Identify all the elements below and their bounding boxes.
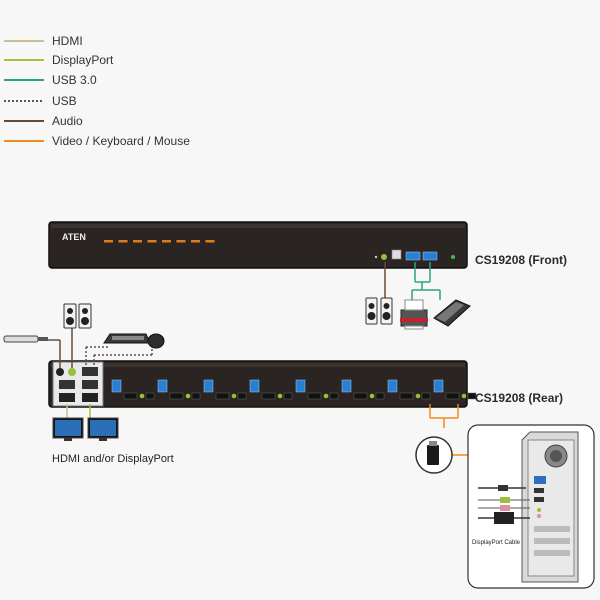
audio-out-jack: [68, 368, 76, 376]
rear-port-group: [111, 379, 155, 400]
front-port-led: [176, 240, 186, 243]
rear-port-group: [341, 379, 385, 400]
rear-audio-jack: [185, 393, 191, 399]
rear-dp-port: [283, 392, 293, 400]
rear-usb3-port: [157, 379, 168, 393]
speakers-icon: [365, 297, 393, 325]
legend-label: Video / Keyboard / Mouse: [52, 134, 190, 148]
rear-dp-port: [237, 392, 247, 400]
legend-label: Audio: [52, 114, 83, 128]
legend-label: HDMI: [52, 34, 83, 48]
front-audio-jack: [374, 254, 387, 260]
mic-jack: [56, 368, 64, 376]
rear-port-groups: [111, 379, 477, 400]
legend: HDMI DisplayPort USB 3.0 USB Audio Video…: [4, 34, 190, 148]
rear-usb3-port: [249, 379, 260, 393]
mouse-icon: [147, 333, 165, 349]
rear-usb3-port: [111, 379, 122, 393]
legend-item-vkm: Video / Keyboard / Mouse: [4, 134, 190, 148]
front-unit: ATEN: [48, 221, 468, 269]
displayport-cable-label: DisplayPort Cable: [472, 540, 521, 546]
console-video-port: [59, 393, 75, 402]
rear-hdmi-port: [353, 392, 368, 400]
pc-tower-icon: [521, 431, 579, 583]
front-led-row: [104, 240, 215, 243]
rear-dp-port: [421, 392, 431, 400]
console-port-panel: [52, 361, 104, 407]
rear-unit-label: CS19208 (Rear): [475, 391, 563, 405]
rear-port-group: [249, 379, 293, 400]
computer-panel: DisplayPort Cable: [467, 424, 595, 589]
console-dp-port: [82, 393, 98, 402]
rear-port-group: [433, 379, 477, 400]
front-unit-label: CS19208 (Front): [475, 253, 567, 267]
rear-usb3-port: [387, 379, 398, 393]
rear-usb3-port: [295, 379, 306, 393]
front-port-led: [205, 240, 215, 243]
microphone-icon: [3, 335, 48, 343]
legend-item-hdmi: HDMI: [4, 34, 83, 48]
console-hdmi-port: [59, 380, 75, 389]
front-port-led: [118, 240, 128, 243]
front-port-led: [147, 240, 157, 243]
rear-hdmi-port: [215, 392, 230, 400]
front-port-led: [162, 240, 171, 243]
front-usb3-ports: [405, 251, 438, 261]
legend-item-usb3: USB 3.0: [4, 73, 97, 87]
rear-hdmi-port: [445, 392, 460, 400]
legend-item-usb: USB: [4, 94, 77, 108]
rear-hdmi-port: [307, 392, 322, 400]
rear-dp-port: [191, 392, 201, 400]
monitors-caption: HDMI and/or DisplayPort: [52, 453, 174, 465]
rear-port-group: [295, 379, 339, 400]
rear-audio-jack: [277, 393, 283, 399]
rear-hdmi-port: [261, 392, 276, 400]
power-led: [451, 255, 455, 259]
legend-label: DisplayPort: [52, 53, 114, 67]
rear-audio-jack: [415, 393, 421, 399]
rear-port-group: [203, 379, 247, 400]
legend-item-audio: Audio: [4, 114, 83, 128]
rear-hdmi-port: [399, 392, 414, 400]
legend-label: USB: [52, 94, 77, 108]
rear-audio-jack: [369, 393, 375, 399]
brand-logo: ATEN: [62, 232, 86, 242]
rear-usb3-port: [341, 379, 352, 393]
front-port-led: [191, 240, 200, 243]
rear-dp-port: [329, 392, 339, 400]
rear-audio-jack: [231, 393, 237, 399]
legend-item-displayport: DisplayPort: [4, 53, 114, 67]
rear-dp-port: [375, 392, 385, 400]
rear-hdmi-port: [123, 392, 138, 400]
rear-unit: [48, 360, 477, 408]
speakers-icon: [63, 303, 92, 329]
rear-hdmi-port: [169, 392, 184, 400]
monitor-icon: [87, 417, 119, 441]
console-usb-port: [82, 367, 98, 376]
rear-usb3-port: [433, 379, 444, 393]
scanner-icon: [433, 299, 471, 327]
console-usb-port: [82, 380, 98, 389]
monitor-icon: [52, 417, 84, 441]
pc-cables: [478, 485, 530, 524]
printer-icon: [400, 299, 428, 330]
rear-audio-jack: [139, 393, 145, 399]
front-usb-port: [391, 249, 402, 260]
legend-label: USB 3.0: [52, 73, 97, 87]
rear-port-group: [157, 379, 201, 400]
front-port-led: [104, 240, 113, 243]
rear-audio-jack: [323, 393, 329, 399]
rear-dp-port: [145, 392, 155, 400]
usb-drive-icon: [415, 436, 453, 474]
rear-dp-port: [467, 392, 477, 400]
rear-audio-jack: [461, 393, 467, 399]
keyboard-icon: [103, 333, 151, 344]
rear-usb3-port: [203, 379, 214, 393]
rear-port-group: [387, 379, 431, 400]
front-port-led: [133, 240, 142, 243]
